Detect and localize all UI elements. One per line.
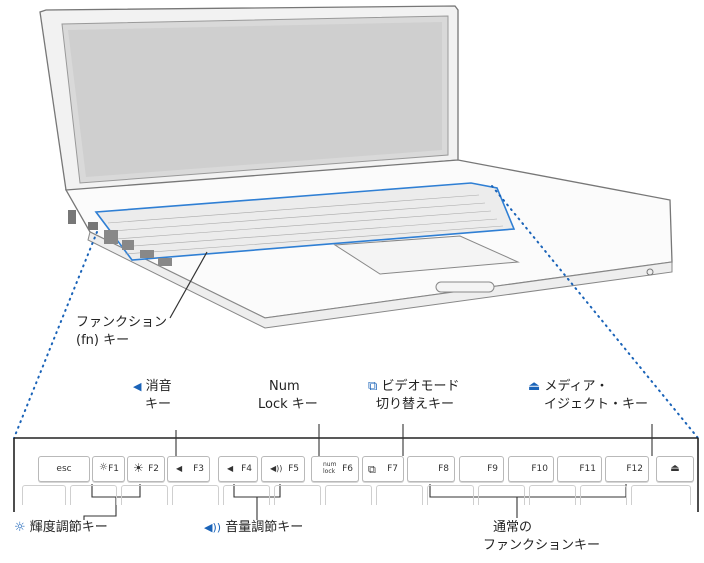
media-eject-label: ⏏ メディア・ イジェクト・キー	[528, 378, 648, 414]
lower-key	[274, 485, 321, 505]
video-mode-label: ⧉ ビデオモード 切り替えキー	[368, 378, 459, 414]
f12-key: F12	[605, 456, 649, 482]
mute-label-line2: キー	[145, 397, 172, 412]
speaker-icon: ◀	[133, 380, 142, 393]
trackpad	[333, 235, 520, 275]
num-lock-label-line2: Lock キー	[258, 397, 318, 412]
f6-label: F6	[342, 464, 353, 474]
f12-label: F12	[626, 464, 643, 474]
volume-label-text: 音量調節キー	[225, 520, 304, 535]
eject-key: ⏏	[656, 456, 694, 482]
fn-key-pointer	[169, 251, 208, 319]
lower-key	[631, 485, 691, 505]
num-lock-glyph-line1: num	[323, 461, 337, 468]
num-lock-label-line1: Num	[269, 379, 300, 394]
volume-label: ◀)) 音量調節キー	[204, 519, 303, 537]
f1-key: ☼ F1	[92, 456, 125, 482]
lower-key	[478, 485, 525, 505]
lower-key	[529, 485, 576, 505]
display-mirror-icon: ⧉	[368, 379, 378, 394]
mute-label-line1: 消音	[145, 379, 172, 394]
esc-key: esc	[38, 456, 90, 482]
standard-fn-label: 通常の ファンクションキー	[483, 519, 600, 555]
sun-icon: ☼	[14, 520, 26, 535]
brightness-label-text: 輝度調節キー	[29, 520, 108, 535]
mute-label: ◀ 消音 キー	[133, 378, 172, 414]
f11-label: F11	[579, 464, 596, 474]
fn-key-label-line2: (fn) キー	[76, 333, 130, 348]
lower-key	[121, 485, 168, 505]
laptop-base	[64, 159, 673, 329]
f9-key: F9	[459, 456, 504, 482]
latch	[435, 281, 495, 293]
num-lock-glyph: num lock	[323, 461, 336, 475]
standard-fn-label-line1: 通常の	[493, 520, 533, 535]
num-lock-label: Num Lock キー	[258, 378, 318, 414]
media-eject-label-line1: メディア・	[544, 379, 609, 394]
speaker-waves-icon: ◀))	[204, 521, 222, 534]
lower-key	[580, 485, 627, 505]
f7-key: ⧉ F7	[362, 456, 404, 482]
video-mode-label-line1: ビデオモード	[381, 379, 460, 394]
eject-icon: ⏏	[670, 463, 680, 474]
f7-label: F7	[387, 464, 398, 474]
f5-key: ◀)) F5	[261, 456, 305, 482]
f8-label: F8	[438, 464, 449, 474]
f2-label: F2	[148, 464, 159, 474]
lower-key	[325, 485, 372, 505]
num-lock-glyph-line2: lock	[323, 468, 336, 475]
fn-key-label-line1: ファンクション	[76, 315, 168, 330]
f3-key: ◀ F3	[167, 456, 210, 482]
zoom-guide-lines	[13, 185, 699, 439]
lower-key	[70, 485, 117, 505]
brightness-up-icon: ☀	[133, 461, 144, 475]
brightness-label: ☼ 輝度調節キー	[14, 519, 108, 537]
f1-label: F1	[108, 464, 119, 474]
f5-label: F5	[288, 464, 299, 474]
brightness-down-icon: ☼	[99, 462, 108, 473]
f8-key: F8	[407, 456, 455, 482]
lower-key	[22, 485, 66, 505]
lower-key	[223, 485, 270, 505]
display-mirror-icon: ⧉	[368, 463, 376, 476]
keyboard-strip-frame	[13, 437, 699, 512]
f2-key: ☀ F2	[127, 456, 165, 482]
esc-label: esc	[56, 464, 72, 474]
media-eject-label-line2: イジェクト・キー	[544, 397, 649, 412]
f4-label: F4	[241, 464, 252, 474]
video-mode-label-line2: 切り替えキー	[376, 397, 455, 412]
lower-key	[376, 485, 423, 505]
f10-label: F10	[531, 464, 548, 474]
f11-key: F11	[557, 456, 602, 482]
lower-key	[172, 485, 219, 505]
f10-key: F10	[508, 456, 554, 482]
f4-key: ◀ F4	[218, 456, 258, 482]
speaker-icon: ◀	[176, 464, 183, 473]
laptop-screen	[39, 5, 459, 193]
lower-key	[427, 485, 474, 505]
f6-numlock-key: num lock F6	[311, 456, 359, 482]
volume-down-icon: ◀	[227, 464, 234, 473]
f3-label: F3	[193, 464, 204, 474]
eject-icon: ⏏	[528, 379, 541, 394]
f9-label: F9	[487, 464, 498, 474]
fn-key-label: ファンクション (fn) キー	[76, 314, 167, 350]
volume-up-icon: ◀))	[270, 464, 283, 473]
standard-fn-label-line2: ファンクションキー	[483, 538, 601, 553]
